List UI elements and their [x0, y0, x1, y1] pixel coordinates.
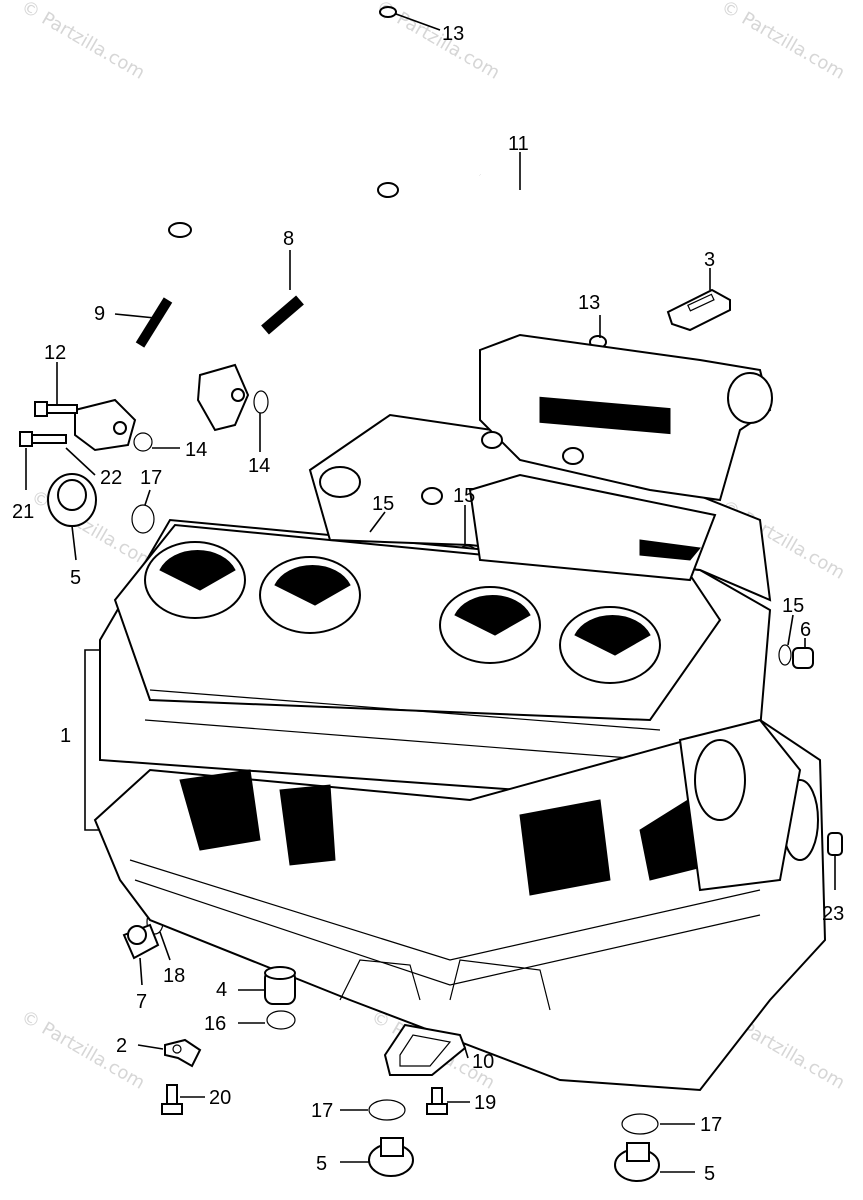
callout-1: 1	[60, 725, 71, 747]
callout-11: 11	[508, 133, 529, 155]
callout-20: 20	[209, 1087, 231, 1109]
callout-18: 18	[163, 965, 185, 987]
hose-8	[222, 182, 409, 368]
callout-8: 8	[283, 228, 294, 250]
crankcase-lower	[93, 718, 827, 1092]
callout-17-top: 17	[140, 467, 162, 489]
bolt-19	[426, 1087, 448, 1115]
callout-14-right: 14	[248, 455, 270, 477]
watermark: © Partzilla.com	[18, 1006, 149, 1094]
watermark: © Partzilla.com	[718, 0, 849, 84]
callout-3: 3	[704, 249, 715, 271]
callout-21: 21	[12, 501, 34, 523]
fitting-left	[74, 398, 137, 452]
bracket-3	[666, 288, 731, 332]
plug-5-lower-right	[614, 1142, 660, 1182]
stopper-2	[164, 1038, 202, 1068]
callout-5-lower-left: 5	[316, 1153, 327, 1175]
bolt-20	[161, 1084, 183, 1115]
fitting-right	[196, 363, 250, 432]
callout-15-a: 15	[372, 493, 394, 515]
callout-5-upper: 5	[70, 567, 81, 589]
callout-5-lower-right: 5	[704, 1163, 715, 1185]
callout-15-c: 15	[782, 595, 804, 617]
leader-lines	[25, 13, 836, 1173]
callout-23: 23	[822, 903, 844, 925]
crankcase-upper	[99, 518, 772, 792]
bolt-21	[19, 431, 67, 447]
bolt-12	[34, 401, 78, 417]
callout-12: 12	[44, 342, 66, 364]
callout-13-top: 13	[442, 23, 464, 45]
callout-2: 2	[116, 1035, 127, 1057]
callout-16: 16	[204, 1013, 226, 1035]
plug-6	[792, 647, 814, 669]
plug-5-lower-left	[368, 1137, 414, 1177]
callout-19: 19	[474, 1092, 496, 1114]
plug-5-upper	[47, 473, 97, 527]
callout-6: 6	[800, 619, 811, 641]
dowel-23	[827, 832, 843, 856]
callout-14-left: 14	[185, 439, 207, 461]
callout-labels: 13 11 8 3 9 13 12 14 14 22 17 21 15 15 5…	[12, 23, 844, 1185]
callout-13-mid: 13	[578, 292, 600, 314]
watermark: © Partzilla.com	[18, 0, 149, 84]
callout-9: 9	[94, 303, 105, 325]
callout-17-right: 17	[700, 1114, 722, 1136]
hose-11	[345, 6, 633, 349]
crankcase-rear-housing	[308, 333, 773, 602]
callout-4: 4	[216, 979, 227, 1001]
callout-10: 10	[472, 1051, 494, 1073]
callout-22: 22	[100, 467, 122, 489]
callout-17-mid: 17	[311, 1100, 333, 1122]
hose-9	[103, 222, 192, 397]
callout-7: 7	[136, 991, 147, 1013]
cap-4	[264, 966, 296, 1005]
callout-15-b: 15	[453, 485, 475, 507]
plug-7	[122, 923, 160, 960]
